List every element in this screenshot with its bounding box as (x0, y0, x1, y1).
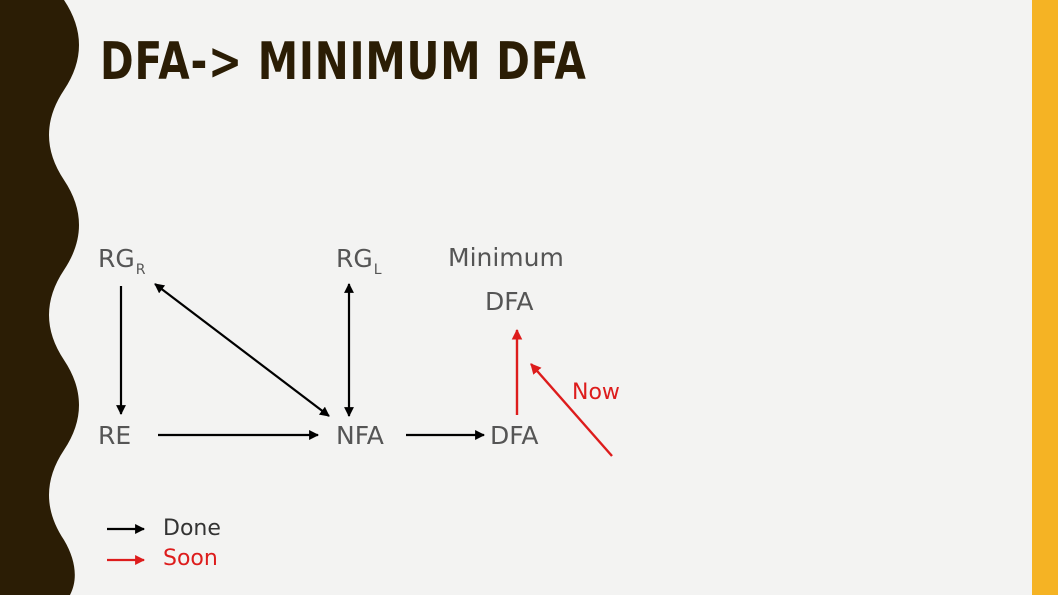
node-dfa: DFA (490, 421, 539, 450)
node-rg-r: RGR (98, 244, 145, 285)
node-minimum-dfa-line2: DFA (485, 287, 534, 316)
arrow-rgr-nfa-bidirectional (154, 283, 330, 417)
node-rg-l: RGL (336, 244, 382, 285)
wavy-border-shape (0, 0, 79, 595)
node-minimum-dfa-line1: Minimum (448, 243, 564, 272)
node-re: RE (98, 421, 132, 450)
node-rg-l-base: RG (336, 244, 373, 273)
node-rg-r-base: RG (98, 244, 135, 273)
wavy-border-decoration (0, 0, 79, 595)
node-nfa: NFA (336, 421, 384, 450)
node-rg-l-sub: L (373, 262, 382, 278)
node-rg-r-sub: R (135, 262, 146, 278)
accent-bar (1032, 0, 1058, 595)
legend-done-label: Done (163, 516, 221, 541)
slide-title: DFA-> MINIMUM DFA (100, 32, 587, 92)
legend-soon-label: Soon (163, 546, 218, 571)
arrow-now-pointer (530, 363, 613, 457)
now-label: Now (572, 380, 620, 405)
